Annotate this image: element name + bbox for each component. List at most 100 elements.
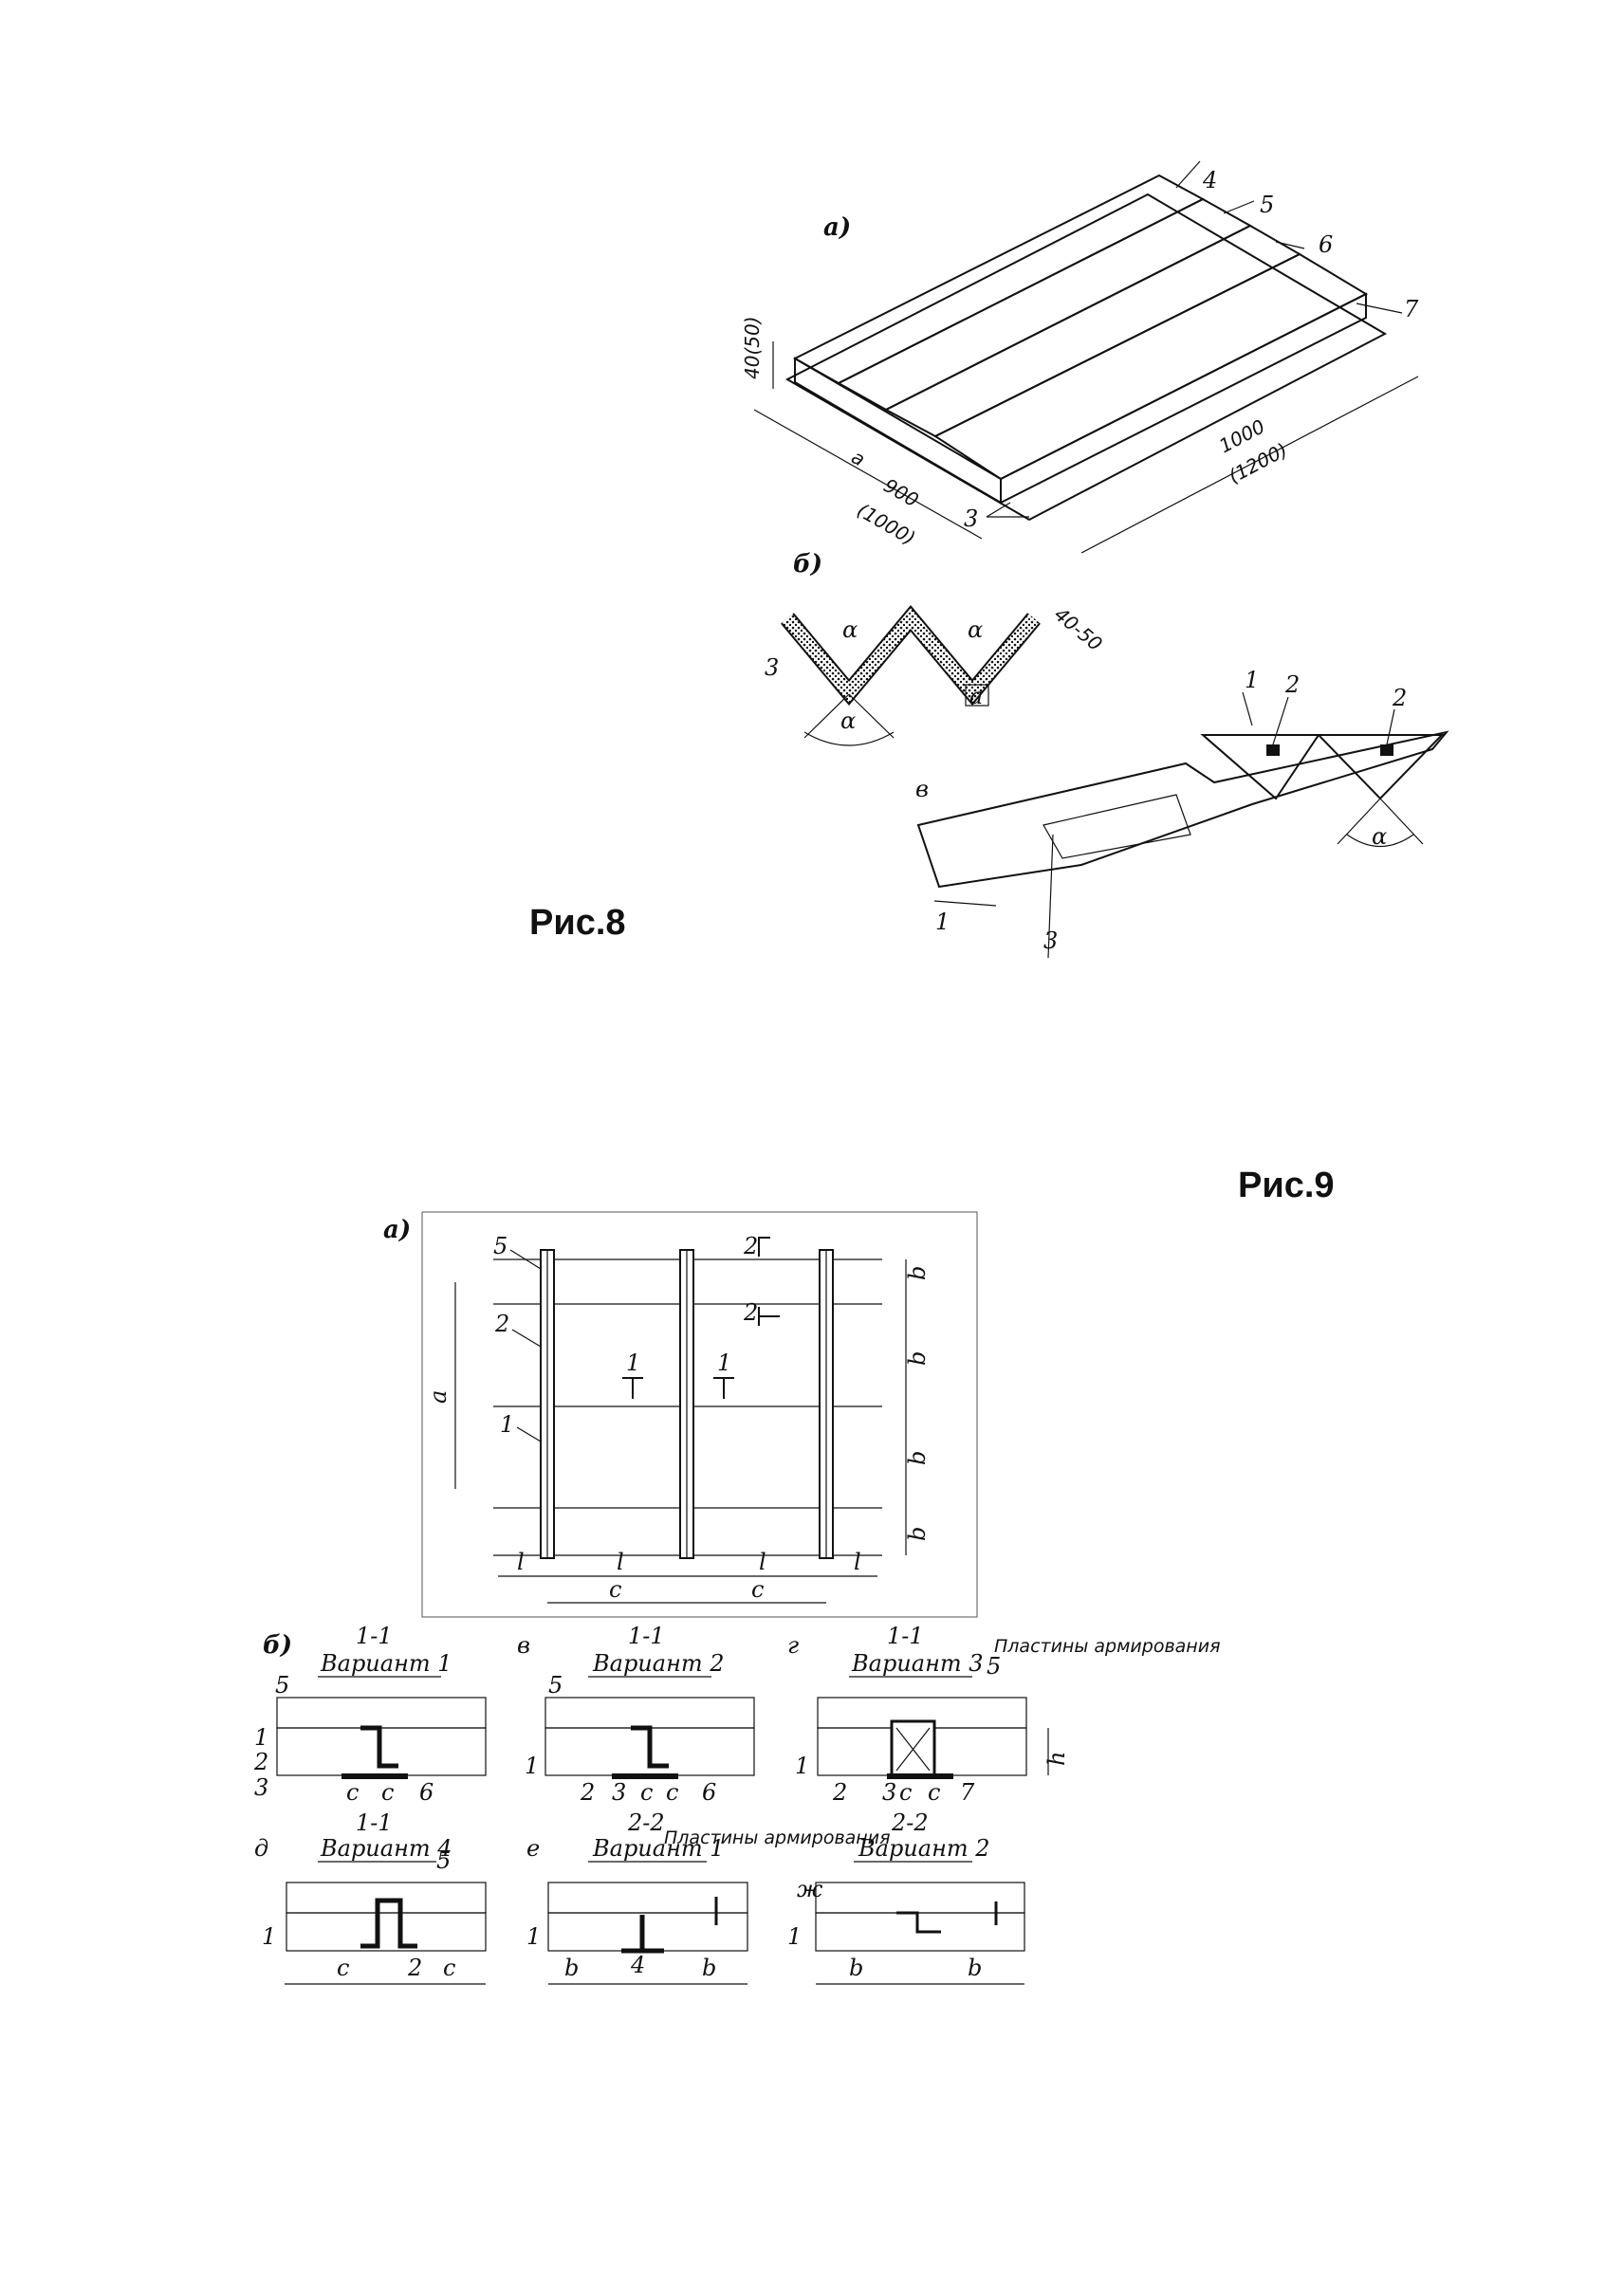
plan-dim-l4: l [854, 1549, 861, 1575]
detail-variant: Вариант 1 [320, 1650, 452, 1677]
detail-letter: ж [797, 1876, 823, 1902]
figure-8: а) 4 5 6 7 3 40(50) а 900 (1000) 1000 (1… [529, 160, 1449, 959]
detail-section: 1-1 [628, 1623, 665, 1649]
plan-callout-5: 5 [493, 1233, 508, 1259]
cd1: 5 [436, 1847, 451, 1874]
zigzag-angle-3: α [840, 707, 856, 734]
zigzag-thickness: 40-50 [1050, 602, 1107, 655]
dv3: 6 [702, 1779, 716, 1806]
plan-dim-l2: l [617, 1549, 624, 1575]
plan-dim-c2: с [751, 1576, 764, 1603]
plan-dim-b2: b [904, 1351, 931, 1366]
ce1: 1 [526, 1923, 541, 1950]
db1: с [346, 1779, 359, 1806]
cv1: 5 [548, 1672, 563, 1699]
v-callout-2b: 2 [1392, 685, 1407, 711]
fig8-zigzag-section: б) 3 α α 40-50 α а [765, 550, 1107, 746]
detail-section: 1-1 [356, 1809, 393, 1836]
callout-7: 7 [1404, 296, 1419, 322]
dz1: b [849, 1955, 863, 1981]
cz1: 1 [787, 1923, 802, 1950]
fig9-caption: Рис.9 [1238, 1166, 1335, 1205]
dv2: с [666, 1779, 678, 1806]
fig8-part-a-label: а) [823, 213, 851, 242]
plan-dim-l3: l [759, 1549, 766, 1575]
cb3: 2 [253, 1749, 268, 1775]
cg3: 2 [832, 1779, 847, 1806]
cd3: 2 [407, 1955, 422, 1981]
fig8-caption: Рис.8 [529, 903, 626, 943]
plan-dim-b3: b [904, 1451, 931, 1465]
detail-letter: д [254, 1835, 268, 1862]
cb1: 5 [275, 1672, 289, 1699]
dd1: с [337, 1955, 349, 1981]
callout-4: 4 [1202, 167, 1217, 193]
detail-g-variant-3: г 1-1 Вариант 3 Пластины армирования 5 1… [787, 1623, 1221, 1806]
detail-letter: г [787, 1632, 799, 1659]
v-callout-1-bottom: 1 [935, 909, 950, 935]
plan-dim-b1: b [904, 1266, 931, 1280]
plan-dim-b4: b [904, 1527, 931, 1541]
v-callout-2a: 2 [1284, 671, 1300, 698]
dg3: h [1043, 1752, 1070, 1766]
v-callout-3: 3 [1043, 928, 1058, 954]
fig8-panel-isometric [784, 174, 1388, 522]
callout-3: 3 [964, 505, 978, 532]
detail-letter: е [526, 1835, 540, 1862]
callout-6: 6 [1319, 231, 1333, 258]
dim-gap: а [848, 446, 870, 471]
cv4: 3 [612, 1779, 626, 1806]
plan-callout-2: 2 [494, 1311, 509, 1337]
db3: 6 [419, 1779, 434, 1806]
cv3: 2 [580, 1779, 595, 1806]
detail-variant: Вариант 2 [858, 1835, 990, 1862]
dim-thickness: 40(50) [741, 316, 764, 379]
dg1: с [899, 1779, 912, 1806]
detail-variant: Вариант 3 [851, 1650, 984, 1677]
zigzag-gap: а [969, 683, 983, 709]
detail-section: 2-2 [891, 1809, 929, 1836]
fig8-part-b-label: б) [793, 550, 822, 579]
detail-variant: Вариант 1 [592, 1835, 725, 1862]
cb4: 3 [254, 1774, 268, 1801]
dz2: b [968, 1955, 982, 1981]
dg2: с [928, 1779, 940, 1806]
v-callout-1-top: 1 [1245, 667, 1259, 693]
fig8-folded-sheet: в 1 2 2 1 3 α [915, 667, 1449, 959]
zigzag-angle-1: α [842, 616, 858, 643]
cg1: 5 [987, 1653, 1001, 1680]
detail-note: Пластины армирования [664, 1828, 891, 1848]
dim-width: 900 [880, 474, 923, 512]
detail-section: 1-1 [356, 1623, 393, 1649]
cd2: 1 [262, 1923, 276, 1950]
cv2: 1 [525, 1753, 539, 1779]
zigzag-label-3: 3 [765, 654, 779, 681]
cg2: 1 [795, 1753, 809, 1779]
plan-callout-1: 1 [500, 1411, 514, 1438]
section-mark-2a: 2 [743, 1233, 758, 1259]
detail-variant: Вариант 4 [320, 1835, 452, 1862]
de2: b [702, 1955, 716, 1981]
detail-section: 1-1 [887, 1623, 924, 1649]
plan-dim-a: а [425, 1390, 452, 1404]
plan-dim-l1: l [517, 1549, 525, 1575]
fig9-part-a-label: а) [383, 1216, 411, 1244]
detail-zh-variant-2: ж 2-2 Вариант 2 1 b b [787, 1809, 1025, 1985]
dv1: с [640, 1779, 653, 1806]
section-mark-1a: 1 [626, 1350, 640, 1376]
v-angle: α [1372, 823, 1387, 850]
detail-b-variant-1: б) 1-1 Вариант 1 5 1 2 3 с с 6 [253, 1623, 487, 1806]
detail-d-variant-4: д 1-1 Вариант 4 5 1 2 с с [254, 1809, 487, 1985]
section-mark-1b: 1 [717, 1350, 731, 1376]
ce2: 4 [630, 1952, 645, 1978]
section-mark-2b: 2 [743, 1299, 758, 1326]
detail-section: 2-2 [627, 1809, 665, 1836]
de1: b [564, 1955, 579, 1981]
detail-note: Пластины армирования [994, 1636, 1221, 1657]
cg4: 3 [882, 1779, 896, 1806]
detail-variant: Вариант 2 [592, 1650, 725, 1677]
detail-letter: в [517, 1632, 530, 1659]
zigzag-angle-2: α [968, 616, 983, 643]
fig8-part-v-label: в [915, 776, 929, 802]
